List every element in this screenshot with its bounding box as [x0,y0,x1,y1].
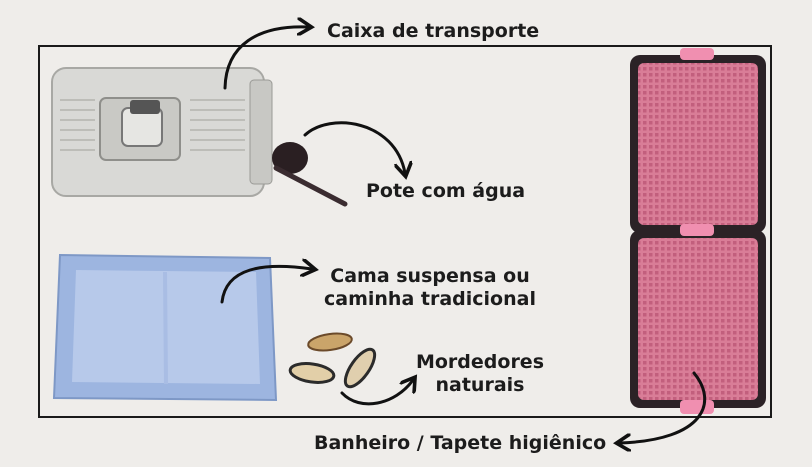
arrow-icon [340,380,413,406]
label-bed-line2: caminha tradicional [324,288,536,310]
label-bathroom: Banheiro / Tapete higiênico [314,432,607,454]
chew-icon [288,332,377,389]
label-chews-line2: naturais [435,374,525,396]
label-chews-line1: Mordedores [415,351,545,373]
water-bowl-icon [272,142,348,207]
label-bed-line1: Cama suspensa ou [330,265,530,287]
label-chews: Mordedores naturais [410,351,550,397]
arrow-icon [620,371,707,443]
bed-icon [52,253,278,402]
arrow-icon [303,121,405,173]
arrow-icon [220,266,312,304]
content-frame [38,45,772,418]
arrow-icon [223,27,308,90]
label-water-bowl: Pote com água [366,180,526,202]
carrier-icon [51,67,273,197]
arrows [220,27,707,443]
bathroom-pad-icon [630,48,766,414]
label-carrier: Caixa de transporte [327,20,540,42]
label-bed: Cama suspensa ou caminha tradicional [320,265,540,311]
